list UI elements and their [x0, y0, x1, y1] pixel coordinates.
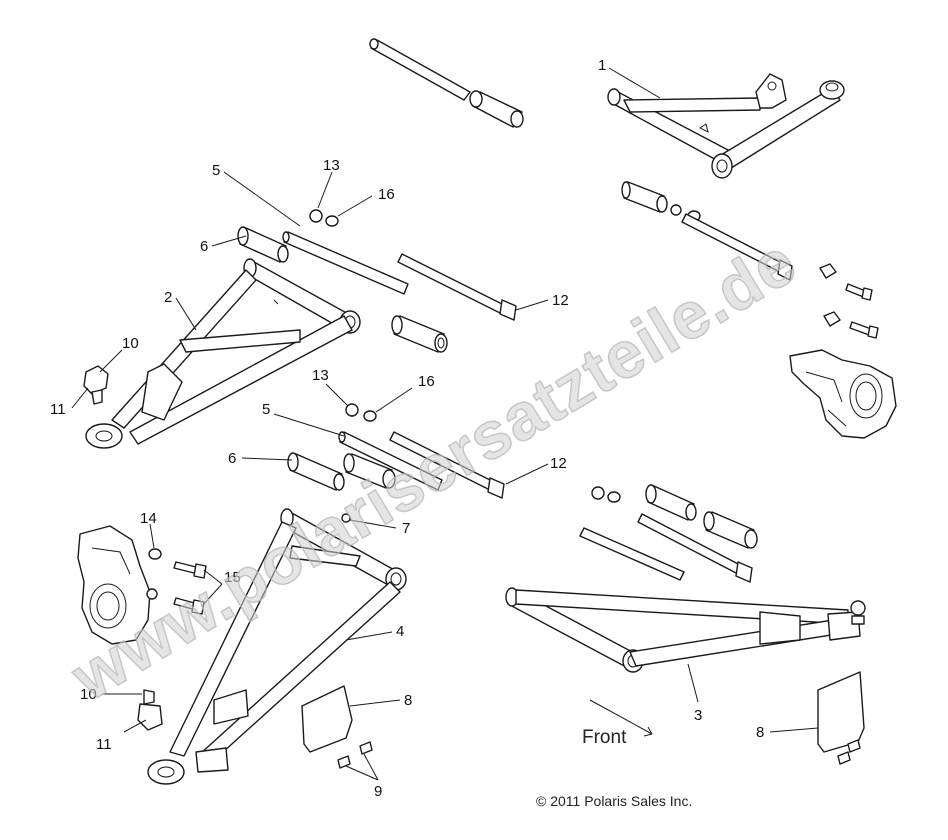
callout-13-upper: 13	[323, 157, 340, 174]
nut-washer-middle	[345, 403, 377, 422]
shaft-5-upper	[282, 231, 409, 295]
callout-10-lower: 10	[80, 686, 97, 703]
bushing-6-upper	[237, 226, 289, 263]
callout-16-upper: 16	[378, 186, 395, 203]
leader-lines	[71, 67, 819, 781]
skid-plate-8-right	[817, 671, 865, 765]
right-bushing-washer-bolt	[621, 181, 879, 339]
a-arm-lower-left	[147, 508, 407, 785]
skid-plate-8-left	[301, 685, 373, 769]
copyright-notice: © 2011 Polaris Sales Inc.	[536, 793, 692, 809]
top-shaft-and-bushing	[369, 38, 524, 128]
callout-1: 1	[598, 57, 606, 74]
spindle-knuckle-left	[77, 525, 151, 645]
callout-6-upper: 6	[200, 238, 208, 255]
ball-joint-upper	[83, 365, 109, 405]
callout-5-upper: 5	[212, 162, 220, 179]
spindle-knuckle-right	[789, 349, 897, 439]
bolt-12-upper	[397, 253, 517, 321]
bushing-middle	[343, 453, 396, 489]
callout-8-right: 8	[756, 724, 764, 741]
callout-5-middle: 5	[262, 401, 270, 418]
hardware-right-lower	[579, 484, 758, 583]
front-direction-label: Front	[582, 727, 627, 748]
callout-16-middle: 16	[418, 373, 435, 390]
callout-12-middle: 12	[550, 455, 567, 472]
callout-11-upper: 11	[50, 401, 66, 418]
callout-9: 9	[374, 783, 382, 800]
a-arm-upper-left	[85, 258, 361, 449]
callout-3: 3	[694, 707, 702, 724]
nut-14-and-bolts-15	[146, 548, 207, 615]
bolt-12-middle	[389, 431, 505, 499]
callout-numbers: 1 5 13 16 6 2 12 10 11 13 16 5 6 12 14 7…	[50, 57, 764, 800]
callout-2: 2	[164, 289, 172, 306]
callout-12-upper: 12	[552, 292, 569, 309]
callout-8-left: 8	[404, 692, 412, 709]
bushing-upper-middle	[391, 315, 448, 353]
callout-13-middle: 13	[312, 367, 329, 384]
callout-15: 15	[224, 569, 241, 586]
shaft-5-middle	[338, 431, 443, 491]
callout-11-lower: 11	[96, 736, 112, 753]
callout-7: 7	[402, 520, 410, 537]
a-arm-upper-right	[607, 73, 845, 179]
callout-10-upper: 10	[122, 335, 139, 352]
callout-14: 14	[140, 510, 157, 527]
callout-6-middle: 6	[228, 450, 236, 467]
ball-joint-lower	[137, 689, 163, 731]
nut-washer-upper	[309, 209, 339, 227]
bushing-6-middle	[287, 452, 345, 491]
callout-4: 4	[396, 623, 404, 640]
a-arm-lower-right	[505, 587, 866, 673]
